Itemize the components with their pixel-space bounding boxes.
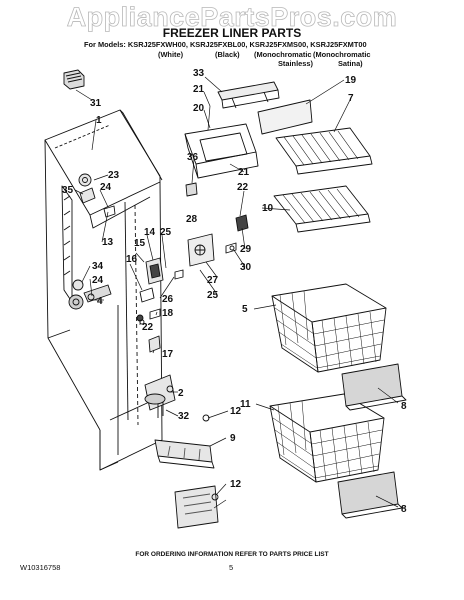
callout-31: 31 xyxy=(90,98,102,109)
callout-20: 20 xyxy=(193,103,205,114)
callout-7: 7 xyxy=(348,93,354,104)
callout-19: 19 xyxy=(345,75,357,86)
part-14-15-16-control-box xyxy=(139,257,184,303)
callout-8-lower: 8 xyxy=(401,504,407,515)
callout-1: 1 xyxy=(96,115,102,126)
part-18-22-17-clips xyxy=(136,308,161,353)
callout-11: 11 xyxy=(240,399,251,410)
part-20-frame xyxy=(184,123,259,179)
variant-black: (Black) xyxy=(215,50,240,59)
callout-33: 33 xyxy=(193,68,205,79)
page-title: FREEZER LINER PARTS xyxy=(162,26,302,40)
callout-16: 16 xyxy=(126,254,138,265)
part-11-basket xyxy=(269,393,385,483)
part-36-latch xyxy=(185,182,198,197)
part-2-32-duct xyxy=(144,374,176,418)
callout-21-top: 21 xyxy=(193,84,205,95)
callout-15: 15 xyxy=(134,238,146,249)
watermark: AppliancePartsPros.com xyxy=(66,2,398,33)
callout-2: 2 xyxy=(178,388,184,399)
variant-stainless-b: Stainless) xyxy=(278,59,313,68)
callout-36: 36 xyxy=(187,152,199,163)
callout-18: 18 xyxy=(162,308,174,319)
callout-9: 9 xyxy=(230,433,236,444)
part-33-shelf-cover xyxy=(217,81,280,109)
part-9-bracket xyxy=(154,439,215,469)
callout-28: 28 xyxy=(186,214,198,225)
callout-13: 13 xyxy=(102,237,114,248)
leader-lines xyxy=(74,76,399,509)
part-10-wire-shelf xyxy=(273,185,371,233)
part-29-30-27-hardware xyxy=(225,214,249,254)
part-7-wire-shelf xyxy=(275,127,373,175)
callout-5: 5 xyxy=(242,304,248,315)
callout-23: 23 xyxy=(108,170,120,181)
callout-29: 29 xyxy=(240,244,252,255)
callout-4: 4 xyxy=(97,296,103,307)
callout-12-upper: 12 xyxy=(230,406,242,417)
part-12-bracket xyxy=(174,414,219,529)
callout-27: 27 xyxy=(207,275,219,286)
ordering-note: FOR ORDERING INFORMATION REFER TO PARTS … xyxy=(135,551,329,558)
callout-numbers: 33 21 20 19 7 31 1 36 21 22 10 23 35 24 … xyxy=(62,68,407,515)
callout-24-lower: 24 xyxy=(92,275,104,286)
part-1-freezer-liner xyxy=(44,109,163,471)
variant-satina-b: Satina) xyxy=(338,59,363,68)
callout-12-lower: 12 xyxy=(230,479,242,490)
part-5-basket xyxy=(271,283,387,373)
part-19-panel xyxy=(257,99,313,135)
part-8-basket-front xyxy=(341,363,407,411)
callout-10: 10 xyxy=(262,203,274,214)
callout-35: 35 xyxy=(62,185,74,196)
document-number: W10316758 xyxy=(20,563,61,572)
page-number: 5 xyxy=(229,563,234,572)
variant-white: (White) xyxy=(158,50,184,59)
callout-17: 17 xyxy=(162,349,174,360)
variant-stainless-a: (Monochromatic xyxy=(254,50,312,59)
callout-26: 26 xyxy=(162,294,174,305)
callout-21-mid: 21 xyxy=(238,167,250,178)
callout-24-upper: 24 xyxy=(100,182,112,193)
callout-22-lower: 22 xyxy=(142,322,154,333)
callout-34: 34 xyxy=(92,261,104,272)
callout-14: 14 xyxy=(144,227,156,238)
callout-25-upper: 25 xyxy=(160,227,172,238)
callout-32: 32 xyxy=(178,411,190,422)
callout-22-upper: 22 xyxy=(237,182,249,193)
part-8-basket-front-lower xyxy=(337,471,403,519)
part-34-24-4-fittings xyxy=(68,279,112,310)
part-31-clip xyxy=(63,69,85,90)
model-list: For Models: KSRJ25FXWH00, KSRJ25FXBL00, … xyxy=(84,40,367,49)
callout-8-upper: 8 xyxy=(401,401,407,412)
callout-30: 30 xyxy=(240,262,252,273)
part-28-cover xyxy=(187,233,215,267)
callout-25-lower: 25 xyxy=(207,290,219,301)
part-23-35-24-fittings xyxy=(78,173,116,218)
variant-satina-a: (Monochromatic xyxy=(313,50,371,59)
